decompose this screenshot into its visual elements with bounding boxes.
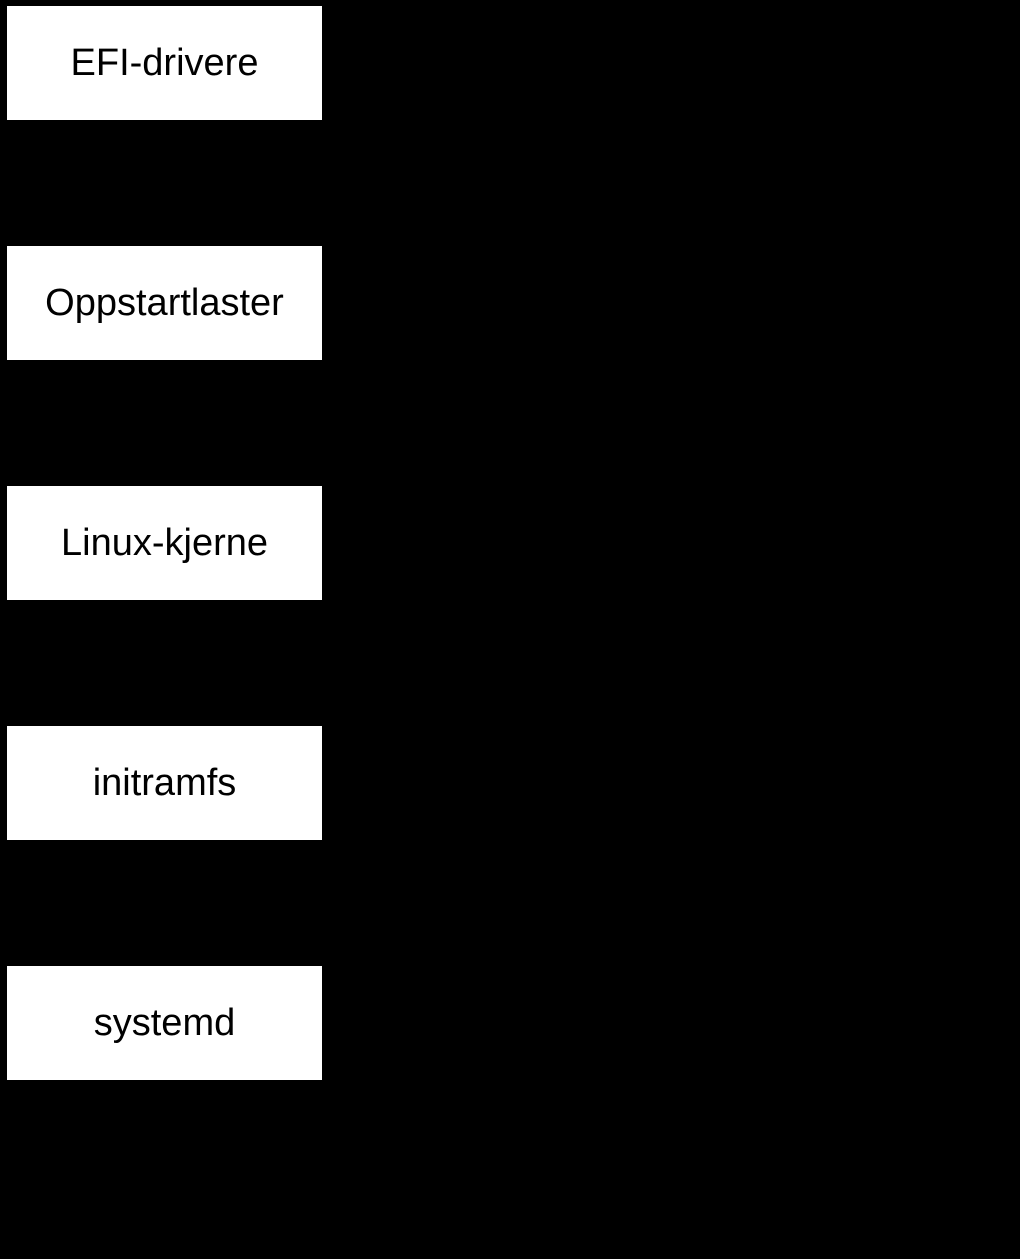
node-systemd: systemd [6,965,323,1081]
node-label: systemd [93,1002,236,1044]
node-initramfs: initramfs [6,725,323,841]
node-oppstartlaster: Oppstartlaster [6,245,323,361]
node-label: initramfs [92,762,237,804]
node-efi-drivere: EFI-drivere [6,5,323,121]
node-label: EFI-drivere [70,42,259,84]
node-label: Oppstartlaster [45,282,284,324]
node-label: Linux-kjerne [61,522,268,564]
node-linux-kjerne: Linux-kjerne [6,485,323,601]
